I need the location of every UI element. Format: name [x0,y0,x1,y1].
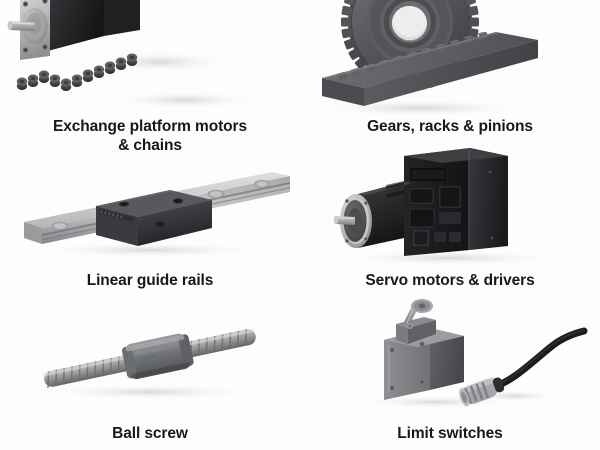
caption-line-1: Linear guide rails [86,272,214,289]
product-image-linear-guide-rail [0,150,300,268]
product-caption: Exchange platform motors & chains [0,118,300,155]
caption-line-1: Ball screw [112,425,188,442]
product-cell-ball-screw[interactable]: Ball screw [0,300,300,450]
product-cell-gears-racks-pinions[interactable]: Gears, racks & pinions [300,0,600,150]
caption-line-2: & chains [118,136,182,154]
product-caption: Ball screw [0,425,300,444]
caption-line-1: Limit switches [397,425,503,442]
servo-driver [404,148,508,256]
product-image-limit-switch [300,299,600,418]
product-cell-exchange-platform-motors-chains[interactable]: Exchange platform motors & chains [0,0,300,154]
m12-connector-cable [459,327,588,407]
ball-nut [121,333,194,380]
product-cell-limit-switches[interactable]: Limit switches [300,299,600,450]
product-cell-servo-motors-drivers[interactable]: Servo motors & drivers [300,148,600,300]
caption-line-1: Exchange platform motors [53,118,247,135]
product-caption: Limit switches [300,425,600,444]
caption-line-1: Servo motors & drivers [365,272,535,289]
product-image-gear-and-rack [300,0,600,118]
product-image-stepper-motor-and-chain [0,0,300,118]
servo-motor [333,181,412,248]
product-image-servo-motor-and-driver [300,148,600,268]
product-image-ball-screw [0,300,300,418]
caption-line-1: Gears, racks & pinions [367,118,533,135]
linear-rack [322,31,538,106]
product-caption: Servo motors & drivers [300,272,600,291]
product-caption: Gears, racks & pinions [300,118,600,137]
roller-lever-actuator [396,299,436,344]
carriage-block [96,190,212,246]
product-caption: Linear guide rails [0,272,300,291]
product-cell-linear-guide-rails[interactable]: Linear guide rails [0,150,300,300]
roller-chain [16,53,138,91]
